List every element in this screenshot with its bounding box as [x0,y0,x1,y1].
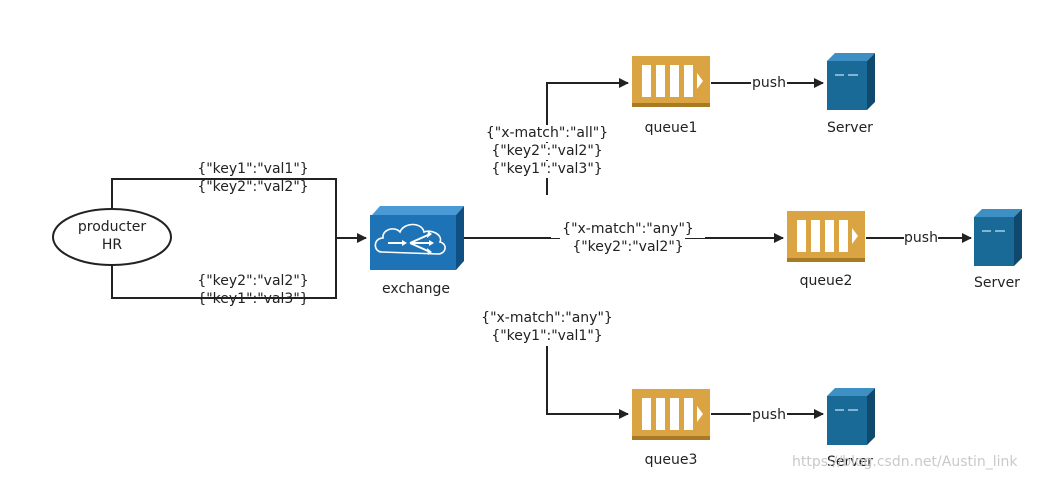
server3-icon [827,388,875,445]
message-top-line1: {"key1":"val1"} [197,161,309,177]
queue2-binding-line2: {"key2":"val2"} [572,239,684,255]
queue1-binding-line2: {"key2":"val2"} [470,143,624,160]
queue1-icon [632,56,710,107]
cloud-router-icon [370,206,464,270]
producer-connectors [111,178,367,299]
queue3-binding-line1: {"x-match":"any"} [470,310,624,327]
server3-label: Server [827,454,873,470]
queue1-binding-line1: {"x-match":"all"} [470,125,624,142]
queue3-binding-line2: {"key1":"val1"} [470,328,624,345]
message-bottom-line1: {"key2":"val2"} [197,273,309,289]
message-top-line2: {"key2":"val2"} [197,179,309,195]
server2-label: Server [974,275,1020,291]
producer-label-line1: producter [77,219,147,235]
server1-label: Server [827,120,873,136]
watermark: https://blog.csdn.net/Austin_link [792,454,1018,470]
queue3-label: queue3 [644,452,698,468]
queue1-push-label: push [752,75,786,91]
push-connectors [711,78,972,419]
message-bottom-line2: {"key1":"val3"} [197,291,309,307]
producer-top-connector [111,178,337,238]
queue3-icon [632,389,710,440]
server2-icon [974,209,1022,266]
exchange-to-queue3-line [546,346,629,419]
queue1-label: queue1 [644,120,698,136]
producer-bottom-connector [111,238,337,299]
queue2-icon [787,211,865,262]
queue2-push-label: push [904,230,938,246]
queue2-binding-line1: {"x-match":"any"} [551,221,705,238]
server1-icon [827,53,875,110]
exchange-label: exchange [382,281,450,297]
queue3-push-label: push [752,407,786,423]
queue2-label: queue2 [799,273,853,289]
producer-label-line2: HR [101,237,123,253]
queue1-binding-line3: {"key1":"val3"} [470,161,624,178]
producer-node [52,208,172,266]
